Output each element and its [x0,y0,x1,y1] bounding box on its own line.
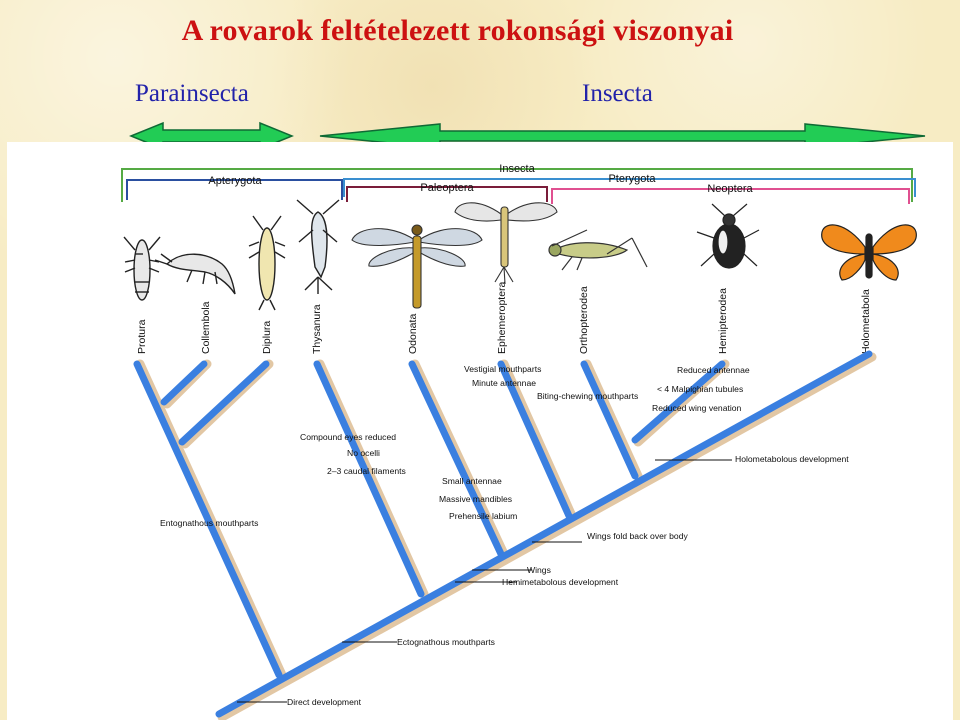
taxon-orthopterodea: Orthopterodea [578,286,590,354]
bracket-label-insecta: Insecta [499,163,535,175]
phylogeny-panel: Insecta Apterygota Pterygota Paleoptera … [7,142,953,720]
bracket-label-paleoptera: Paleoptera [420,182,474,194]
taxon-odonata: Odonata [407,314,419,354]
char-direct-development: Direct development [287,697,362,707]
char-wings-fold: Wings fold back over body [587,531,688,541]
proturan-icon [123,236,161,301]
char-caudal: 2–3 caudal filaments [327,466,406,476]
char-compound-eyes: Compound eyes reduced [300,432,396,442]
char-no-ocelli: No ocelli [347,448,380,458]
char-minute-antennae: Minute antennae [472,378,536,388]
silverfish-icon [296,199,340,294]
slide-title: A rovarok feltételezett rokonsági viszon… [181,14,734,47]
springtail-icon [154,253,236,295]
bracket-label-pterygota: Pterygota [608,173,656,185]
char-reduced-antennae: Reduced antennae [677,365,750,375]
bracket-label-apterygota: Apterygota [208,175,262,187]
bug-icon [696,203,760,269]
butterfly-icon [821,224,917,281]
char-biting-chewing: Biting-chewing mouthparts [537,391,638,401]
dipluran-icon [248,215,286,311]
character-leaders [237,459,732,703]
bracket-insecta [121,168,913,202]
char-ectognathous: Ectognathous mouthparts [397,637,495,647]
group-label-insecta: Insecta [582,80,653,107]
bracket-pterygota [343,178,916,197]
char-vestigial-mouthparts: Vestigial mouthparts [464,364,541,374]
taxon-ephemeroptera: Ephemeroptera [496,281,508,354]
taxon-collembola: Collembola [200,301,212,354]
branches [133,350,873,718]
taxon-protura: Protura [136,319,148,354]
char-hemimetabolous: Hemimetabolous development [502,577,619,587]
taxon-thysanura: Thysanura [311,304,323,354]
character-labels: Vestigial mouthparts Minute antennae Bit… [160,364,849,707]
char-prehensile: Prehensile labium [449,511,517,521]
mayfly-icon [454,202,558,285]
char-holometabolous: Holometabolous development [735,454,849,464]
group-label-parainsecta: Parainsecta [135,80,249,107]
taxon-hemipterodea: Hemipterodea [717,288,729,354]
dragonfly-icon [351,224,483,309]
char-reduced-venation: Reduced wing venation [652,403,742,413]
char-entognathous: Entognathous mouthparts [160,518,258,528]
taxon-diplura: Diplura [261,321,273,354]
bracket-apterygota [126,179,343,200]
bracket-label-neoptera: Neoptera [707,183,753,195]
bracket-neoptera [551,188,910,204]
char-small-antennae: Small antennae [442,476,502,486]
cladogram: Insecta Apterygota Pterygota Paleoptera … [121,163,917,720]
grasshopper-icon [548,229,648,271]
char-wings: Wings [527,565,551,575]
bracket-paleoptera [346,186,548,202]
taxon-holometabola: Holometabola [860,289,872,354]
char-malpighian: < 4 Malpighian tubules [657,384,743,394]
char-massive-mandibles: Massive mandibles [439,494,512,504]
